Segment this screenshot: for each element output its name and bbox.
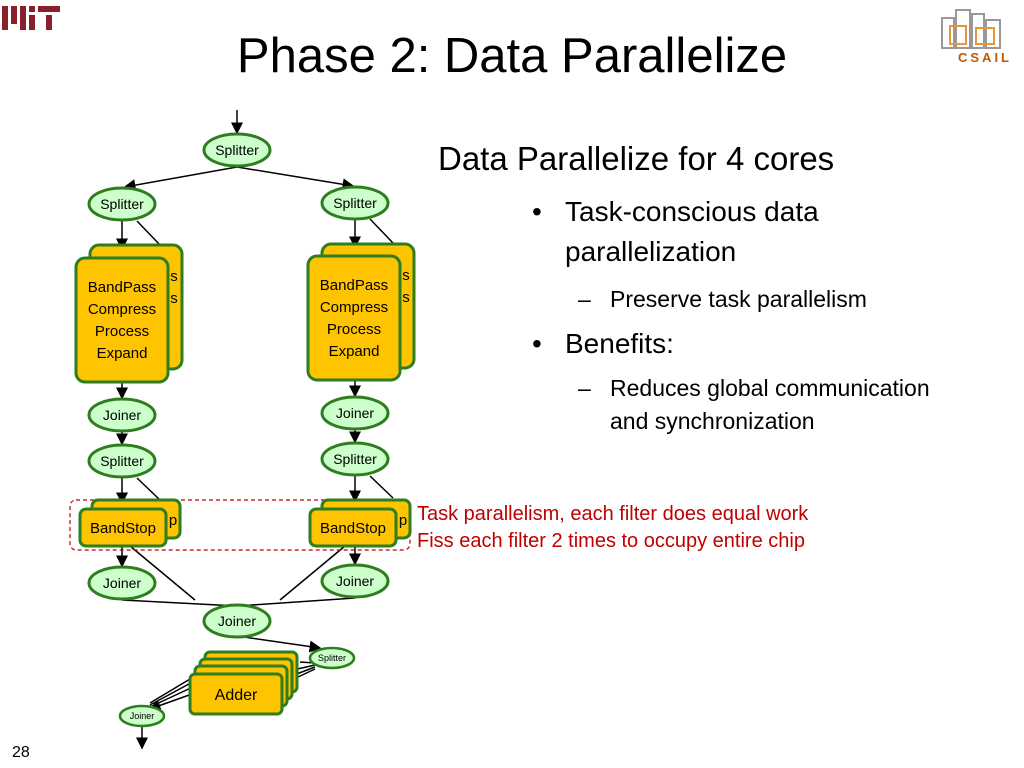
bullet-1-line-2: parallelization [565,236,737,267]
svg-text:BandPass: BandPass [320,277,388,294]
section-heading: Data Parallelize for 4 cores [438,140,835,177]
adder-stack: Adder [188,650,299,716]
bandstop-filter: BandStop [308,507,398,548]
svg-text:Joiner: Joiner [130,711,155,721]
svg-text:Splitter: Splitter [333,451,377,467]
splitter-node: Splitter [320,441,390,477]
svg-text:Splitter: Splitter [333,195,377,211]
svg-text:Joiner: Joiner [103,575,141,591]
splitter-node: Splitter [320,185,390,221]
svg-text:Splitter: Splitter [318,653,346,663]
bullet-2: Benefits: [565,328,674,359]
svg-text:Adder: Adder [215,687,258,704]
svg-text:Joiner: Joiner [218,613,256,629]
svg-text:s: s [170,290,178,307]
svg-text:Joiner: Joiner [336,573,374,589]
svg-text:Compress: Compress [88,301,156,318]
svg-text:Splitter: Splitter [100,196,144,212]
splitter-node: Splitter [87,443,157,479]
bandstop-highlight-box [69,499,411,551]
svg-text:Joiner: Joiner [103,407,141,423]
bullet-dot: • [532,196,542,227]
svg-text:s: s [170,268,178,285]
csail-logo [941,9,1001,49]
bandpass-filter: BandPass Compress Process Expand [74,256,170,384]
splitter-node: Splitter [308,646,356,670]
svg-text:p: p [169,512,177,529]
svg-text:p: p [399,512,407,529]
graph-nodes: Splitter Splitter Splitter Joiner Joiner… [87,132,390,728]
joiner-node: Joiner [320,563,390,599]
svg-text:Expand: Expand [329,343,380,360]
svg-text:Splitter: Splitter [215,142,259,158]
joiner-node: Joiner [320,395,390,431]
sub-bullet-2-line-1: Reduces global communication [610,375,930,401]
page-number: 28 [12,744,30,761]
sub-bullet-dash: – [578,286,591,312]
svg-text:BandStop: BandStop [320,520,386,537]
joiner-node: Joiner [87,397,157,433]
annotation-line-1: Task parallelism, each filter does equal… [417,503,809,525]
svg-text:s: s [402,267,410,284]
svg-text:Process: Process [95,323,149,340]
joiner-node: Joiner [202,603,272,639]
sub-bullet-dash: – [578,375,591,401]
joiner-node: Joiner [118,704,166,728]
svg-text:Joiner: Joiner [336,405,374,421]
mit-logo [2,6,60,30]
svg-text:s: s [402,289,410,306]
bandstop-filter: BandStop [78,507,168,548]
svg-text:Process: Process [327,321,381,338]
splitter-node: Splitter [87,186,157,222]
svg-text:BandStop: BandStop [90,520,156,537]
svg-text:Splitter: Splitter [100,453,144,469]
slide-title: Phase 2: Data Parallelize [236,29,788,83]
bandpass-filter: BandPass Compress Process Expand [306,254,402,382]
bullet-dot: • [532,328,542,359]
csail-wordmark: CSAIL [958,50,1012,65]
svg-text:Compress: Compress [320,299,388,316]
svg-text:BandPass: BandPass [88,279,156,296]
joiner-node: Joiner [87,565,157,601]
adder-filter: Adder [188,672,284,716]
sub-bullet-1: Preserve task parallelism [610,286,867,312]
svg-text:Expand: Expand [97,345,148,362]
splitter-node: Splitter [202,132,272,168]
bullet-1-line-1: Task-conscious data [565,196,819,227]
annotation-line-2: Fiss each filter 2 times to occupy entir… [417,530,805,552]
sub-bullet-2-line-2: and synchronization [610,408,815,434]
